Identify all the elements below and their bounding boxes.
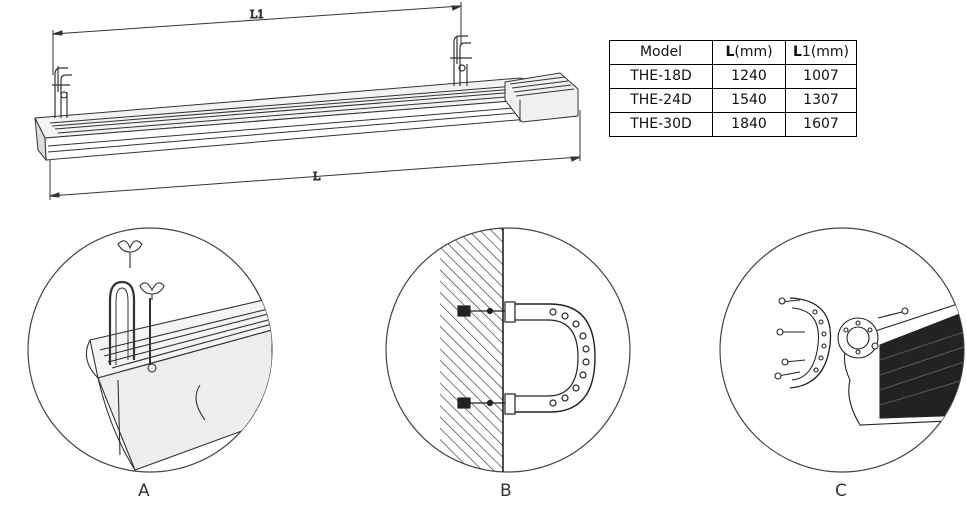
detail-b-circle: [385, 227, 631, 473]
wall-bracket: [457, 301, 596, 415]
cell-length: 1240: [712, 64, 786, 89]
detail-c-circle: [719, 227, 965, 473]
table-row: THE-18D 1240 1007: [609, 64, 857, 89]
cell-length-l1: 1607: [785, 112, 857, 137]
cell-length: 1840: [712, 112, 786, 137]
detail-label-b: B: [500, 481, 512, 501]
mounting-bracket-left: [52, 66, 72, 118]
dimension-l: [49, 110, 581, 200]
cell-length: 1540: [712, 88, 786, 113]
cell-model: THE-30D: [609, 112, 713, 137]
table-row: THE-30D 1840 1607: [609, 112, 857, 137]
detail-label-a: A: [138, 481, 150, 501]
mounting-bracket-right: [450, 35, 472, 86]
dimension-label-l: L: [313, 170, 321, 183]
cell-model: THE-24D: [609, 88, 713, 113]
detail-label-c: C: [835, 481, 847, 501]
spec-table-header: Model L(mm) L1(mm): [609, 40, 857, 65]
cell-model: THE-18D: [609, 64, 713, 89]
header-model: Model: [609, 40, 713, 65]
heater-end-cap-left: [34, 117, 47, 162]
cell-length-l1: 1007: [785, 64, 857, 89]
heater-main-drawing: L1 L: [34, 2, 581, 200]
dimension-label-l1: L1: [250, 8, 264, 21]
header-length: L(mm): [712, 40, 786, 65]
header-length-l1: L1(mm): [785, 40, 857, 65]
cell-length-l1: 1307: [785, 88, 857, 113]
detail-a-circle: [27, 227, 273, 473]
wall-hatching: [440, 228, 503, 472]
heater-junction-box: [504, 72, 579, 123]
dimension-l1: [52, 2, 462, 75]
table-row: THE-24D 1540 1307: [609, 88, 857, 113]
spec-table: Model L(mm) L1(mm) THE-18D 1240 1007 THE…: [609, 40, 857, 137]
